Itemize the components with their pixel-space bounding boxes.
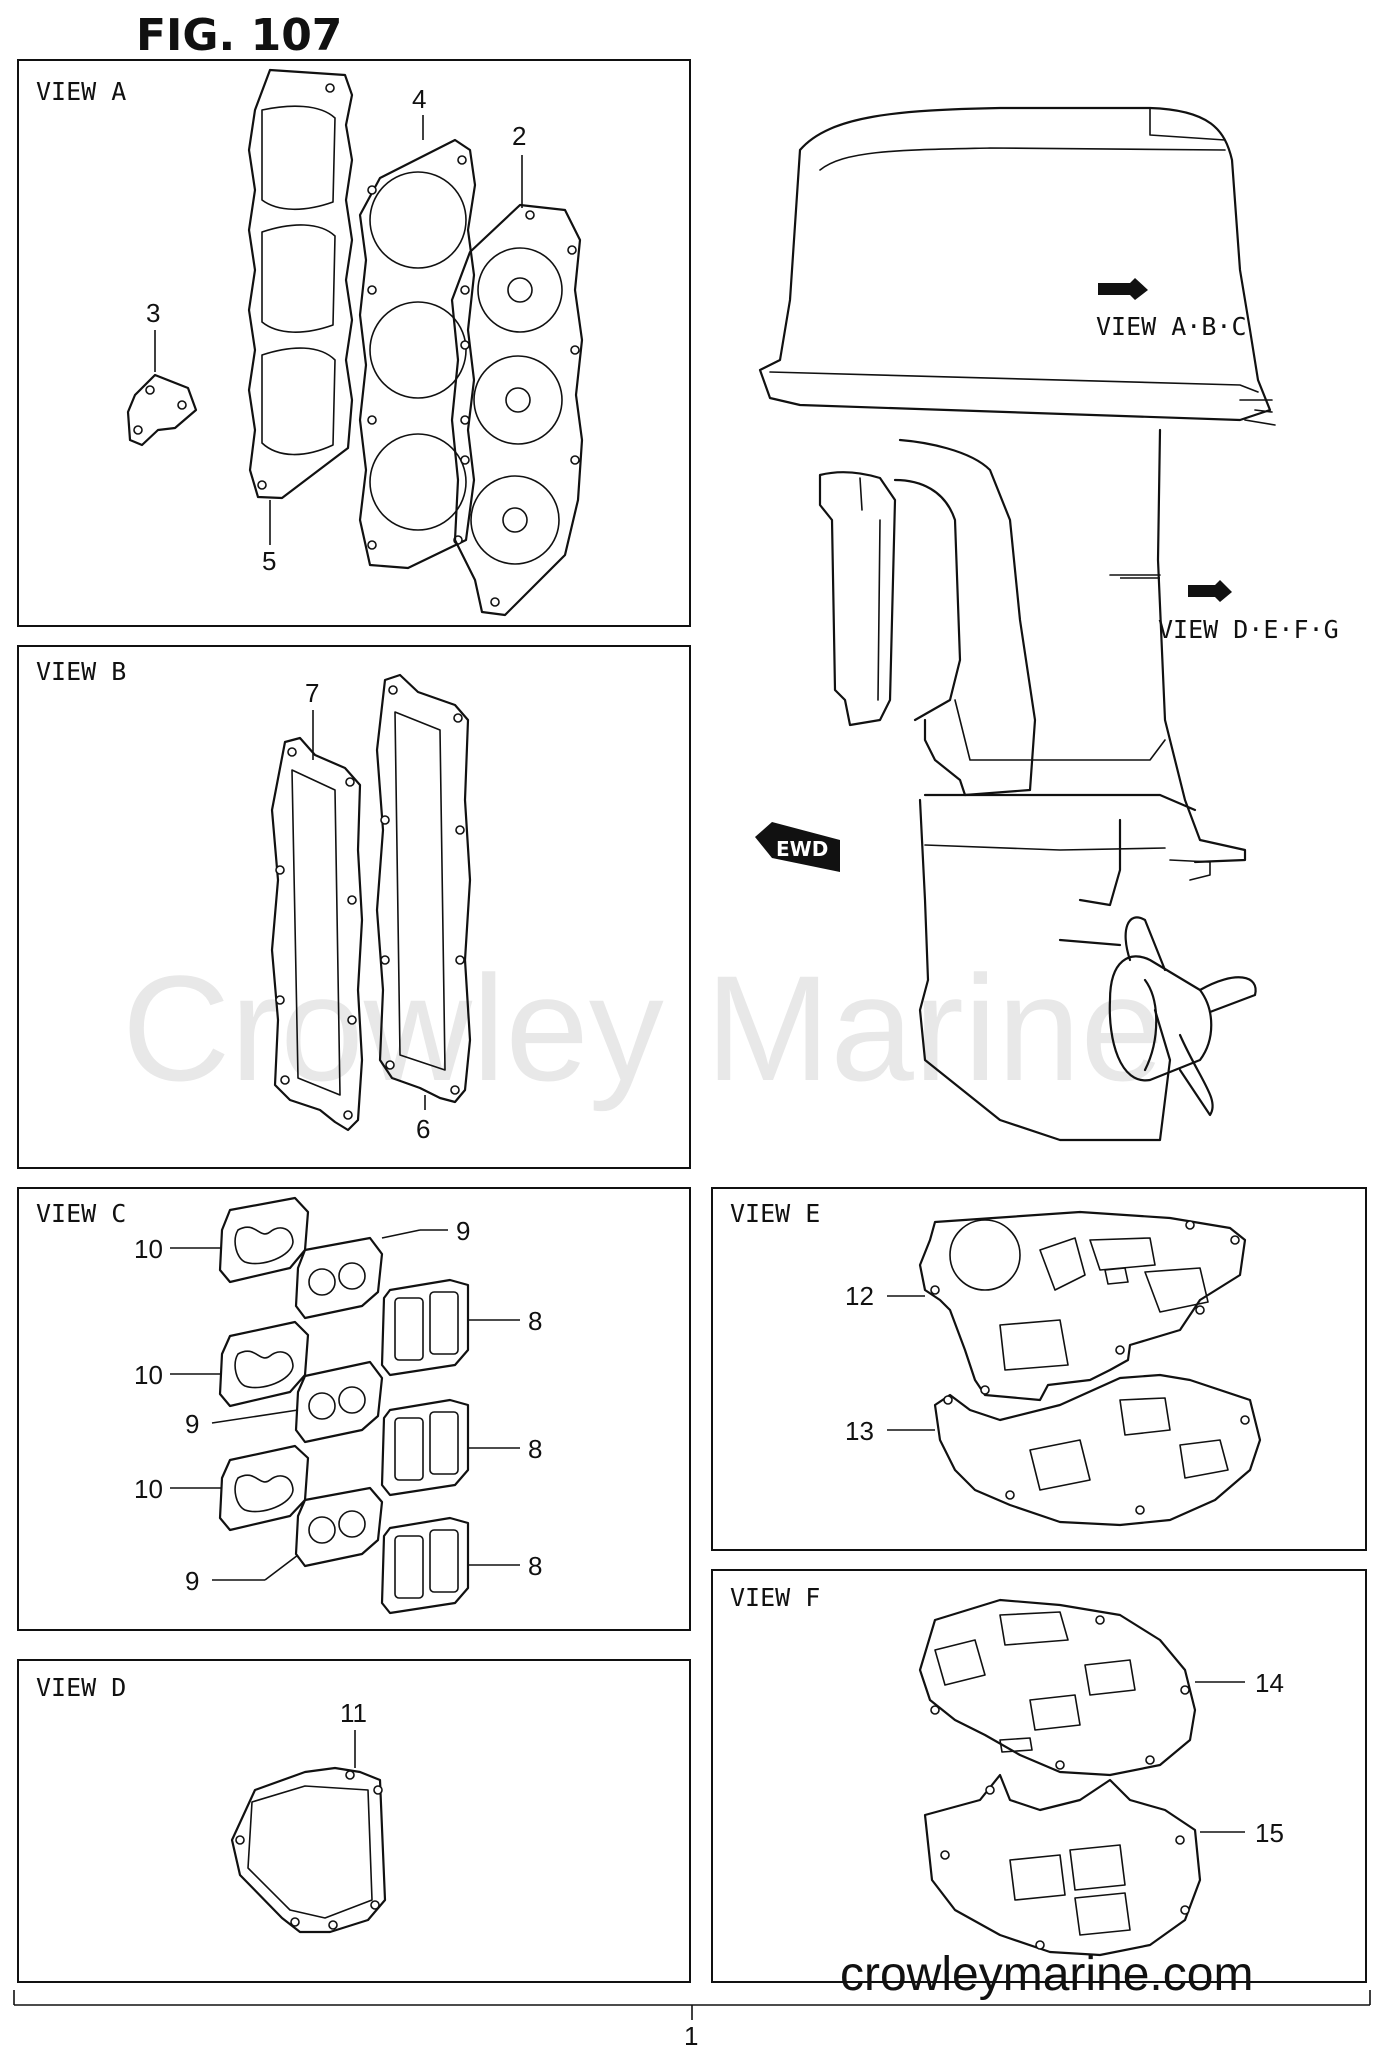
- page-number: 1: [684, 2021, 698, 2050]
- view-defg-label: VIEW D·E·F·G: [1158, 615, 1339, 644]
- callout-4: 4: [412, 84, 426, 114]
- callout-10-c: 10: [134, 1474, 163, 1504]
- gasket-part-9-a: [294, 1229, 448, 1320]
- callout-9-a: 9: [456, 1216, 470, 1246]
- website-text: crowleymarine.com: [840, 1948, 1253, 2001]
- view-abc-arrow-icon: [1098, 278, 1148, 300]
- gasket-part-9-b: [211, 1360, 384, 1444]
- gasket-part-2: [450, 155, 584, 617]
- callout-5: 5: [262, 546, 276, 576]
- gasket-part-10-b: [170, 1320, 310, 1408]
- gasket-part-10-c: [170, 1444, 310, 1532]
- page-bracket: [13, 1990, 1371, 2020]
- callout-12: 12: [845, 1281, 874, 1311]
- callout-6: 6: [416, 1114, 430, 1144]
- gasket-part-13: [887, 1373, 1262, 1527]
- ewd-badge-text: EWD: [776, 837, 828, 861]
- callout-10-b: 10: [134, 1360, 163, 1390]
- view-c-label: VIEW C: [36, 1199, 126, 1228]
- outboard-engine-illustration: EWD VIEW A·B·C VIEW D·E·F·G: [755, 106, 1339, 1142]
- callout-7: 7: [305, 678, 319, 708]
- gasket-part-3: [126, 330, 198, 447]
- view-e-label: VIEW E: [730, 1199, 820, 1228]
- callout-8-b: 8: [528, 1434, 542, 1464]
- view-d-label: VIEW D: [36, 1673, 126, 1702]
- gasket-part-6: [375, 673, 472, 1110]
- gasket-part-8-c: [380, 1516, 520, 1615]
- gasket-part-4: [358, 115, 477, 570]
- gasket-part-5: [247, 68, 354, 500]
- callout-9-c: 9: [185, 1566, 199, 1596]
- gasket-part-9-c: [212, 1486, 384, 1581]
- view-defg-arrow-icon: [1188, 580, 1232, 602]
- gasket-part-12: [887, 1210, 1247, 1402]
- callout-2: 2: [512, 121, 526, 151]
- callout-13: 13: [845, 1416, 874, 1446]
- gasket-part-15: [923, 1773, 1245, 1957]
- view-abc-label: VIEW A·B·C: [1096, 312, 1247, 341]
- view-a-label: VIEW A: [36, 77, 126, 106]
- callout-11: 11: [340, 1698, 367, 1728]
- callout-3: 3: [146, 298, 160, 328]
- view-c-panel: VIEW C: [17, 1187, 691, 1631]
- callout-15: 15: [1255, 1818, 1284, 1848]
- gasket-part-7: [270, 710, 364, 1132]
- callout-9-b: 9: [185, 1409, 199, 1439]
- gasket-part-8-a: [380, 1278, 520, 1377]
- ewd-badge: EWD: [755, 822, 840, 872]
- view-b-panel: VIEW B 7 6: [17, 645, 691, 1169]
- callout-14: 14: [1255, 1668, 1284, 1698]
- figure-title: FIG. 107: [136, 10, 342, 61]
- callout-10-a: 10: [134, 1234, 163, 1264]
- view-a-panel: VIEW A: [17, 59, 691, 627]
- view-f-panel: VIEW F 14 15: [711, 1569, 1367, 1983]
- callout-8-c: 8: [528, 1551, 542, 1581]
- view-d-panel: VIEW D 11: [17, 1659, 691, 1983]
- gasket-part-14: [918, 1598, 1245, 1777]
- gasket-part-10-a: [170, 1196, 310, 1284]
- view-f-label: VIEW F: [730, 1583, 820, 1612]
- view-e-panel: VIEW E 12 13: [711, 1187, 1367, 1551]
- gasket-part-8-b: [380, 1398, 520, 1497]
- view-b-label: VIEW B: [36, 657, 126, 686]
- callout-8-a: 8: [528, 1306, 542, 1336]
- gasket-part-11: [230, 1730, 387, 1934]
